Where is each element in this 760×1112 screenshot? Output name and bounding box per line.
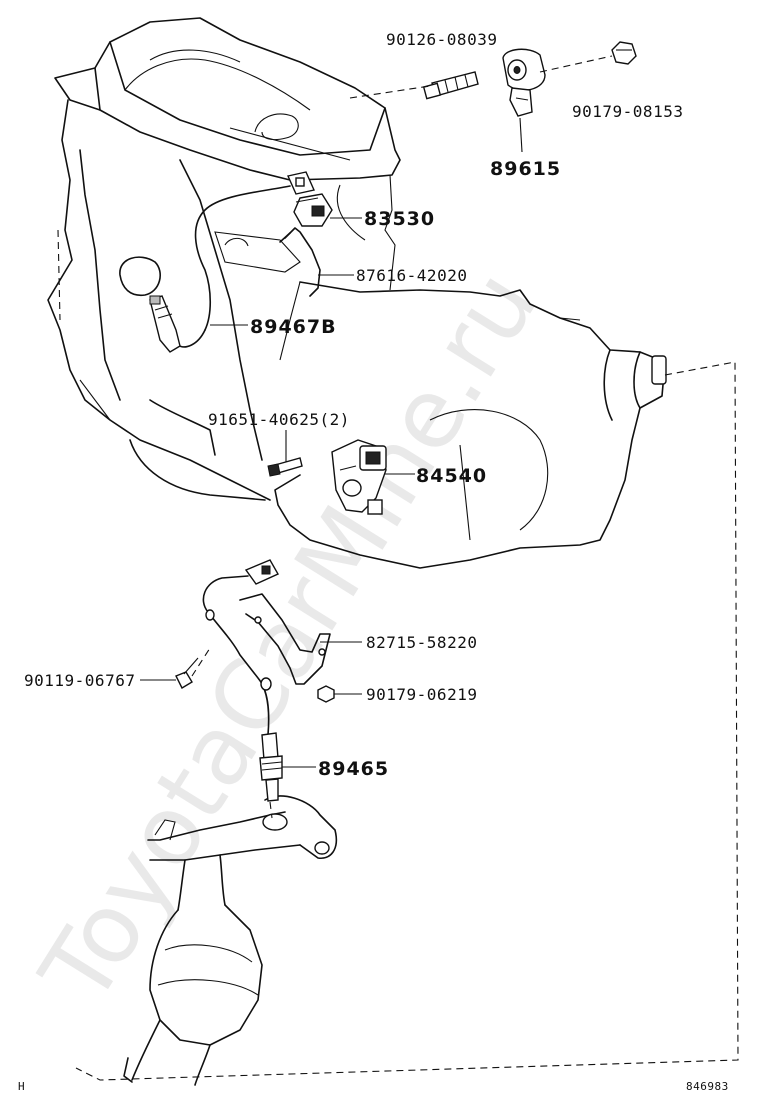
callout-83530: 83530 [364,208,435,230]
oil-pressure-switch-83530 [293,193,333,227]
transmission-case [274,281,667,569]
wire-clamp-87616-42020 [279,227,321,297]
callout-84540: 84540 [416,465,487,487]
exhaust-pipe-catalyst [123,795,337,1086]
bolt-90119-06767 [175,657,199,689]
callout-89615: 89615 [490,158,561,180]
knock-sensor-89615 [502,48,546,117]
oxygen-sensor-89465 [202,559,283,802]
leader-lines [57,55,739,1081]
sensor-bracket-82715-58220 [239,593,331,685]
callout-90126-08039: 90126-08039 [386,30,497,49]
corner-mark: H [18,1080,25,1093]
air-fuel-sensor-89467b [149,171,315,353]
callout-89465: 89465 [318,758,389,780]
callout-90179-06219: 90179-06219 [366,685,477,704]
callout-90119-06767: 90119-06767 [24,671,135,690]
part-callouts: 90126-08039 90179-08153 89615 83530 8761… [24,30,683,780]
engine-block [47,17,401,501]
neutral-start-switch-84540 [331,439,387,515]
nut-90179-06219 [317,685,335,703]
callout-87616-42020: 87616-42020 [356,266,467,285]
callout-90179-08153: 90179-08153 [572,102,683,121]
bolt-91651-40625 [267,457,303,477]
illustration-number: 846983 [686,1080,729,1093]
watermark: ToyotaCarMine.ru [19,252,559,1023]
callout-82715-58220: 82715-58220 [366,633,477,652]
callout-91651-40625: 91651-40625(2) [208,410,350,429]
nut-90179-08153 [611,41,637,65]
stud-bolt-90126-08039 [422,71,479,100]
callout-89467b: 89467B [250,316,337,338]
